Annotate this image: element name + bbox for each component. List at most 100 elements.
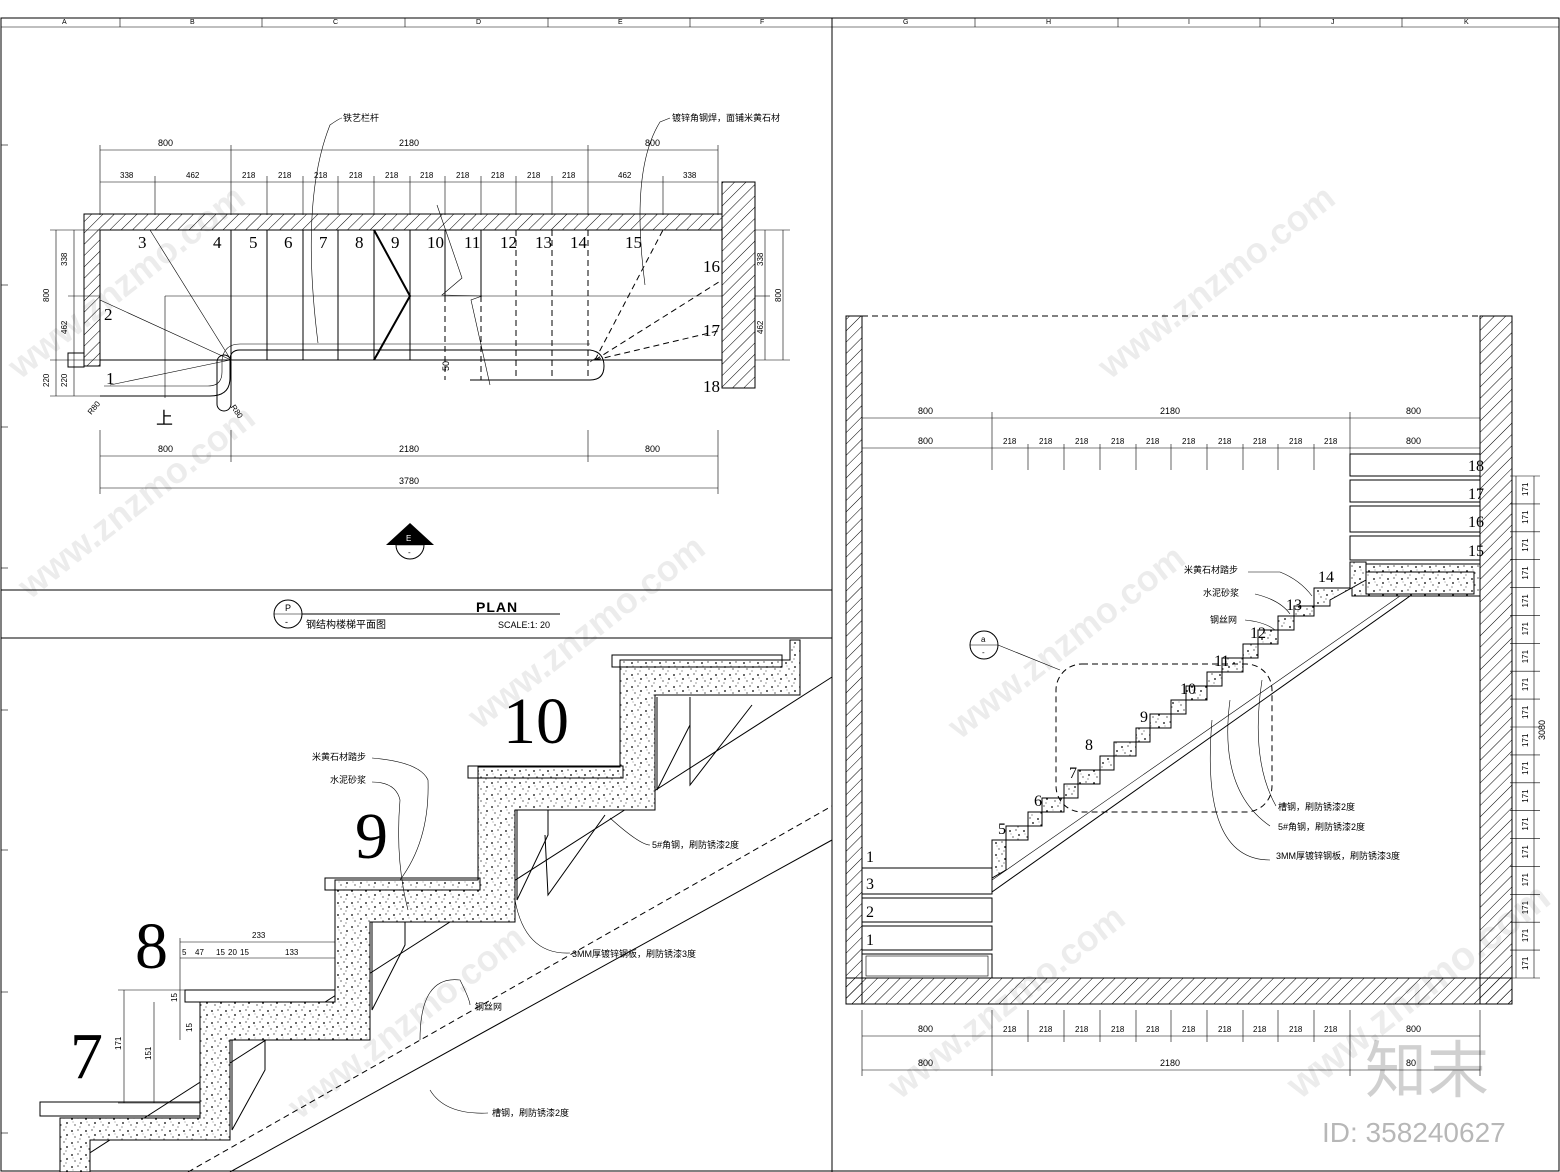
grid-col-i: I (1188, 19, 1190, 26)
plan-dim-218: 218 (278, 171, 292, 180)
plan-step-9: 9 (391, 233, 400, 252)
plan-dim-218: 218 (349, 171, 363, 180)
stair-detail: 7 8 9 10 233 5 47 15 20 15 133 171 151 1… (39, 639, 833, 1172)
section-riser-dim: 171 (1521, 538, 1530, 552)
plan-total-3780: 3780 (399, 476, 419, 486)
plan-callout-handrail: 铁艺栏杆 (343, 112, 379, 123)
plan-left-338: 338 (60, 252, 69, 266)
grid-col-k: K (1464, 19, 1469, 26)
plan-step-12: 12 (500, 233, 517, 252)
section-top2-218: 218 (1289, 437, 1303, 446)
section-top2-218: 218 (1253, 437, 1267, 446)
section-riser-dim: 171 (1521, 621, 1530, 635)
detail-dim-15v: 15 (170, 993, 179, 1002)
section-step-17: 17 (1468, 486, 1484, 503)
section-riser-dim: 171 (1521, 872, 1530, 886)
plan-handrail-leader (310, 117, 343, 344)
section-lower-blocks (861, 867, 993, 979)
detail-tread-7 (39, 1101, 201, 1117)
section-bottom-218: 218 (1075, 1025, 1089, 1034)
section-label-mesh: 钢丝网 (1210, 614, 1237, 625)
detail-dims (118, 938, 336, 1104)
detail-dim-15: 15 (216, 948, 225, 957)
plan-dim-800-a: 800 (158, 138, 173, 148)
plan-step-7: 7 (319, 233, 328, 252)
section-detail-letter: a (981, 635, 986, 644)
section-step-1-top: 1 (866, 849, 874, 866)
section-riser-dim: 171 (1521, 761, 1530, 775)
plan-radius-left: R80 (86, 399, 103, 416)
plan-step-16: 16 (703, 257, 720, 276)
detail-dim-233: 233 (252, 931, 266, 940)
detail-stringer-leader (429, 1089, 489, 1114)
section-step-9: 9 (1140, 709, 1148, 726)
section-bottom-218: 218 (1218, 1025, 1232, 1034)
detail-label-stringer: 槽钢，刷防锈漆2度 (492, 1107, 569, 1118)
plan-step-10: 10 (427, 233, 444, 252)
detail-dim-151: 151 (144, 1046, 153, 1060)
section-riser-dim: 171 (1521, 566, 1530, 580)
section-stringer-top (991, 595, 1401, 881)
detail-label-steel-plate: 3MM厚镀锌钢板，刷防锈漆3度 (572, 948, 696, 959)
section-riser-dim: 171 (1521, 482, 1530, 496)
section-label-mortar: 水泥砂浆 (1203, 587, 1239, 598)
grid-ticks (1, 18, 1403, 1134)
plan-dim-218: 218 (527, 171, 541, 180)
detail-label-plate: 5#角钢，刷防锈漆2度 (652, 839, 739, 850)
watermark-url: www.znzmo.com (459, 526, 713, 737)
section-bottom-800-a: 800 (918, 1024, 933, 1034)
detail-dim-15v2: 15 (185, 1023, 194, 1032)
section-step-15: 15 (1468, 543, 1484, 560)
plan-left-800: 800 (42, 288, 51, 302)
grid-col-c: C (333, 19, 338, 26)
plan-dim-338-a: 338 (120, 171, 134, 180)
detail-steel-leader (514, 899, 571, 954)
section-stringer (991, 595, 1411, 893)
section-top-800-b: 800 (1406, 406, 1421, 416)
section-top-2180: 2180 (1160, 406, 1180, 416)
section-top2-800-b: 800 (1406, 436, 1421, 446)
grid-col-b: B (190, 19, 195, 26)
section-step-14: 14 (1318, 569, 1334, 586)
section-step-8: 8 (1085, 737, 1093, 754)
section-bottom2-800: 800 (918, 1058, 933, 1068)
plan-dim-bottom (99, 430, 719, 494)
plan-step-numbers: 1 2 3 4 5 6 7 8 9 10 11 12 13 14 15 16 1… (104, 233, 721, 396)
plan-step-4: 4 (213, 233, 222, 252)
section-dim-bottom (861, 1010, 1481, 1076)
plan-step-11: 11 (464, 233, 480, 252)
section-top2-218: 218 (1003, 437, 1017, 446)
plan-dim-462-b: 462 (618, 171, 632, 180)
plan-dim-338-b: 338 (683, 171, 697, 180)
detail-angle-2 (371, 922, 406, 1011)
plan-callout-step: 镀锌角钢焊，面铺米黄石材 (672, 112, 780, 123)
section-label-stringer: 槽钢，刷防锈漆2度 (1278, 801, 1355, 812)
plan-step-8: 8 (355, 233, 364, 252)
section-step-13: 13 (1286, 597, 1302, 614)
section-riser-dim: 171 (1521, 510, 1530, 524)
title-marker-letter: P (285, 603, 291, 613)
plan-step-leader (639, 117, 671, 286)
detail-bracket-a (544, 814, 606, 897)
detail-dim-15b: 15 (240, 948, 249, 957)
detail-label-finish: 米黄石材踏步 (312, 751, 366, 762)
title-marker-sub: - (285, 617, 288, 627)
plan-dim-800-b: 800 (645, 138, 660, 148)
section-bottom-218: 218 (1039, 1025, 1053, 1034)
detail-angle-3 (516, 810, 549, 901)
section-bottom-218: 218 (1324, 1025, 1338, 1034)
section-riser-dim: 171 (1521, 677, 1530, 691)
detail-dim-171: 171 (114, 1036, 123, 1050)
plan-bottom-800-a: 800 (158, 444, 173, 454)
plan-dim-462-a: 462 (186, 171, 200, 180)
plan-step-1: 1 (106, 369, 115, 388)
plan-step-3: 3 (138, 233, 147, 252)
detail-tread-11 (611, 654, 783, 668)
plan-step-18: 18 (703, 377, 720, 396)
section-dim-top (861, 412, 1481, 470)
section-bottom-218: 218 (1003, 1025, 1017, 1034)
plan-dim-218: 218 (491, 171, 505, 180)
plan-dim-left (50, 229, 100, 397)
plan-dim-2180: 2180 (399, 138, 419, 148)
